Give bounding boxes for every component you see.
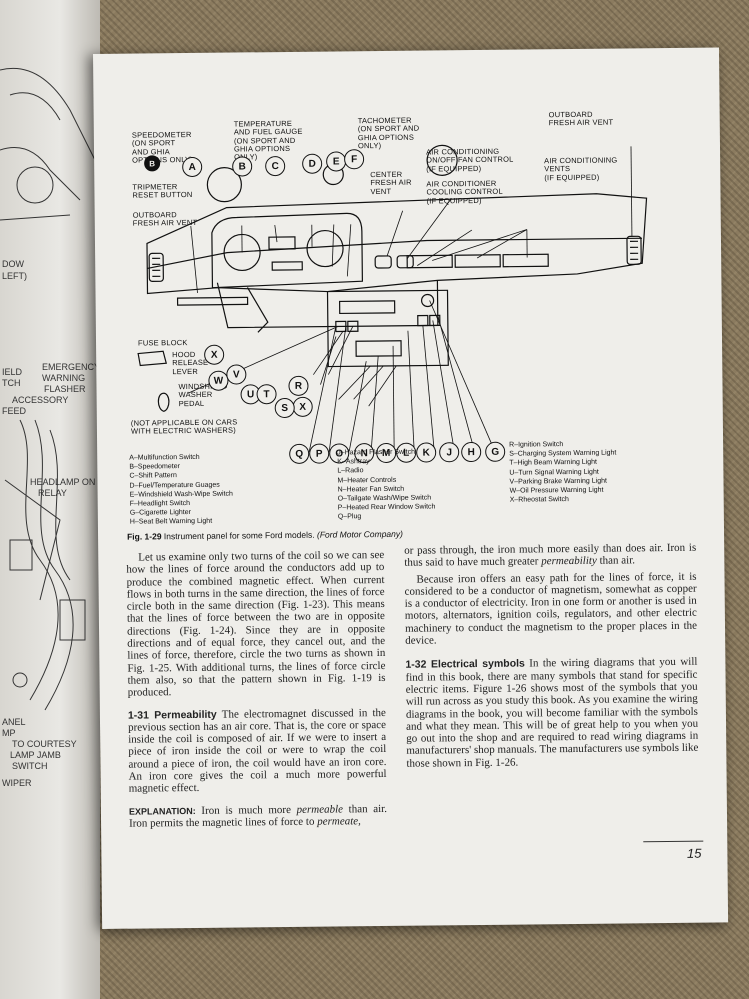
left-page-wiring-diagram [0, 67, 96, 711]
text-run: than air. [596, 554, 636, 568]
b-badge: B [144, 155, 161, 172]
left-label: MP [2, 728, 16, 738]
letter-circle: R [288, 375, 309, 396]
left-label: RELAY [38, 488, 67, 498]
fuse-block-label: FUSE BLOCK [137, 338, 188, 348]
letter-circle: S [274, 397, 295, 419]
legend-item: H–Seat Belt Warning Light [129, 518, 213, 527]
left-label: ANEL [2, 717, 26, 727]
letter-circle: E [326, 151, 347, 172]
footer-rule [643, 840, 704, 843]
explanation-label: EXPLANATION: [128, 805, 196, 817]
left-text-column: Let us examine only two turns of the coi… [126, 549, 387, 830]
legend-item: X–Rheostat Switch [509, 496, 569, 504]
left-label: FLASHER [44, 384, 86, 394]
letter-circle: B [232, 156, 253, 177]
text-run: Iron is much more [195, 803, 297, 817]
letter-circle: F [344, 149, 365, 170]
left-facing-page: DOW LEFT) IELD TCH EMERGENCY WARNING FLA… [0, 0, 100, 999]
letter-circle: P [309, 443, 330, 464]
letter-circle: C [265, 155, 286, 177]
left-label: LAMP JAMB [10, 750, 61, 760]
paragraph: Because iron offers an easy path for the… [404, 570, 698, 647]
left-label: DOW [2, 259, 24, 269]
letter-circle: J [439, 442, 460, 463]
figure-number: Fig. 1-29 [127, 531, 162, 542]
caption-text: Instrument panel for some Ford models. [161, 529, 318, 542]
letter-circle: T [256, 384, 277, 405]
letter-circle: Q [289, 443, 310, 464]
section-heading-1-32: 1-32 Electrical symbols [405, 657, 525, 672]
page-number: 15 [686, 845, 702, 861]
left-label: WARNING [42, 373, 86, 383]
dashboard-drawing [137, 144, 648, 452]
paragraph: In the wiring diagrams that you will fin… [405, 656, 699, 770]
legend-column-3: R–Ignition Switch S–Charging System Warn… [509, 440, 617, 506]
legend-item: Q–Plug [337, 513, 362, 521]
left-label: ACCESSORY [12, 395, 69, 405]
left-label: TO COURTESY [12, 739, 77, 749]
text-run: permeable [296, 803, 344, 816]
left-label: TCH [2, 378, 21, 388]
left-label: HEADLAMP ON [30, 477, 96, 487]
left-label: LEFT) [2, 271, 28, 281]
paragraph: Let us examine only two turns of the coi… [126, 548, 386, 699]
left-label: EMERGENCY [42, 362, 100, 372]
letter-circle: A [182, 156, 203, 178]
letter-circle: X [204, 344, 225, 365]
left-label: IELD [2, 367, 23, 377]
caption-credit: (Ford Motor Company) [316, 528, 403, 540]
section-heading-1-31: 1-31 Permeability [127, 708, 217, 722]
legend-item: P–Heated Rear Window Switch [337, 503, 436, 512]
legend-column-2: J–Hazard Flasher Switch K–Ashtray L–Radi… [337, 447, 435, 522]
legend-column-1: A–Multifunction Switch B–Speedometer C–S… [129, 453, 233, 528]
left-label: SWITCH [12, 761, 48, 771]
left-label: FEED [2, 406, 27, 416]
letter-circle: H [461, 441, 482, 463]
letter-circle: D [302, 153, 323, 174]
text-run: permeate, [317, 815, 361, 828]
letter-circle: G [485, 441, 506, 462]
right-text-column: or pass through, the iron much more easi… [404, 542, 698, 770]
figure-caption: Fig. 1-29 Instrument panel for some Ford… [127, 529, 403, 542]
text-run: permeability [541, 555, 597, 568]
letter-circle: V [226, 364, 247, 385]
letter-circle: X [292, 396, 313, 417]
left-label: WIPER [2, 778, 32, 788]
